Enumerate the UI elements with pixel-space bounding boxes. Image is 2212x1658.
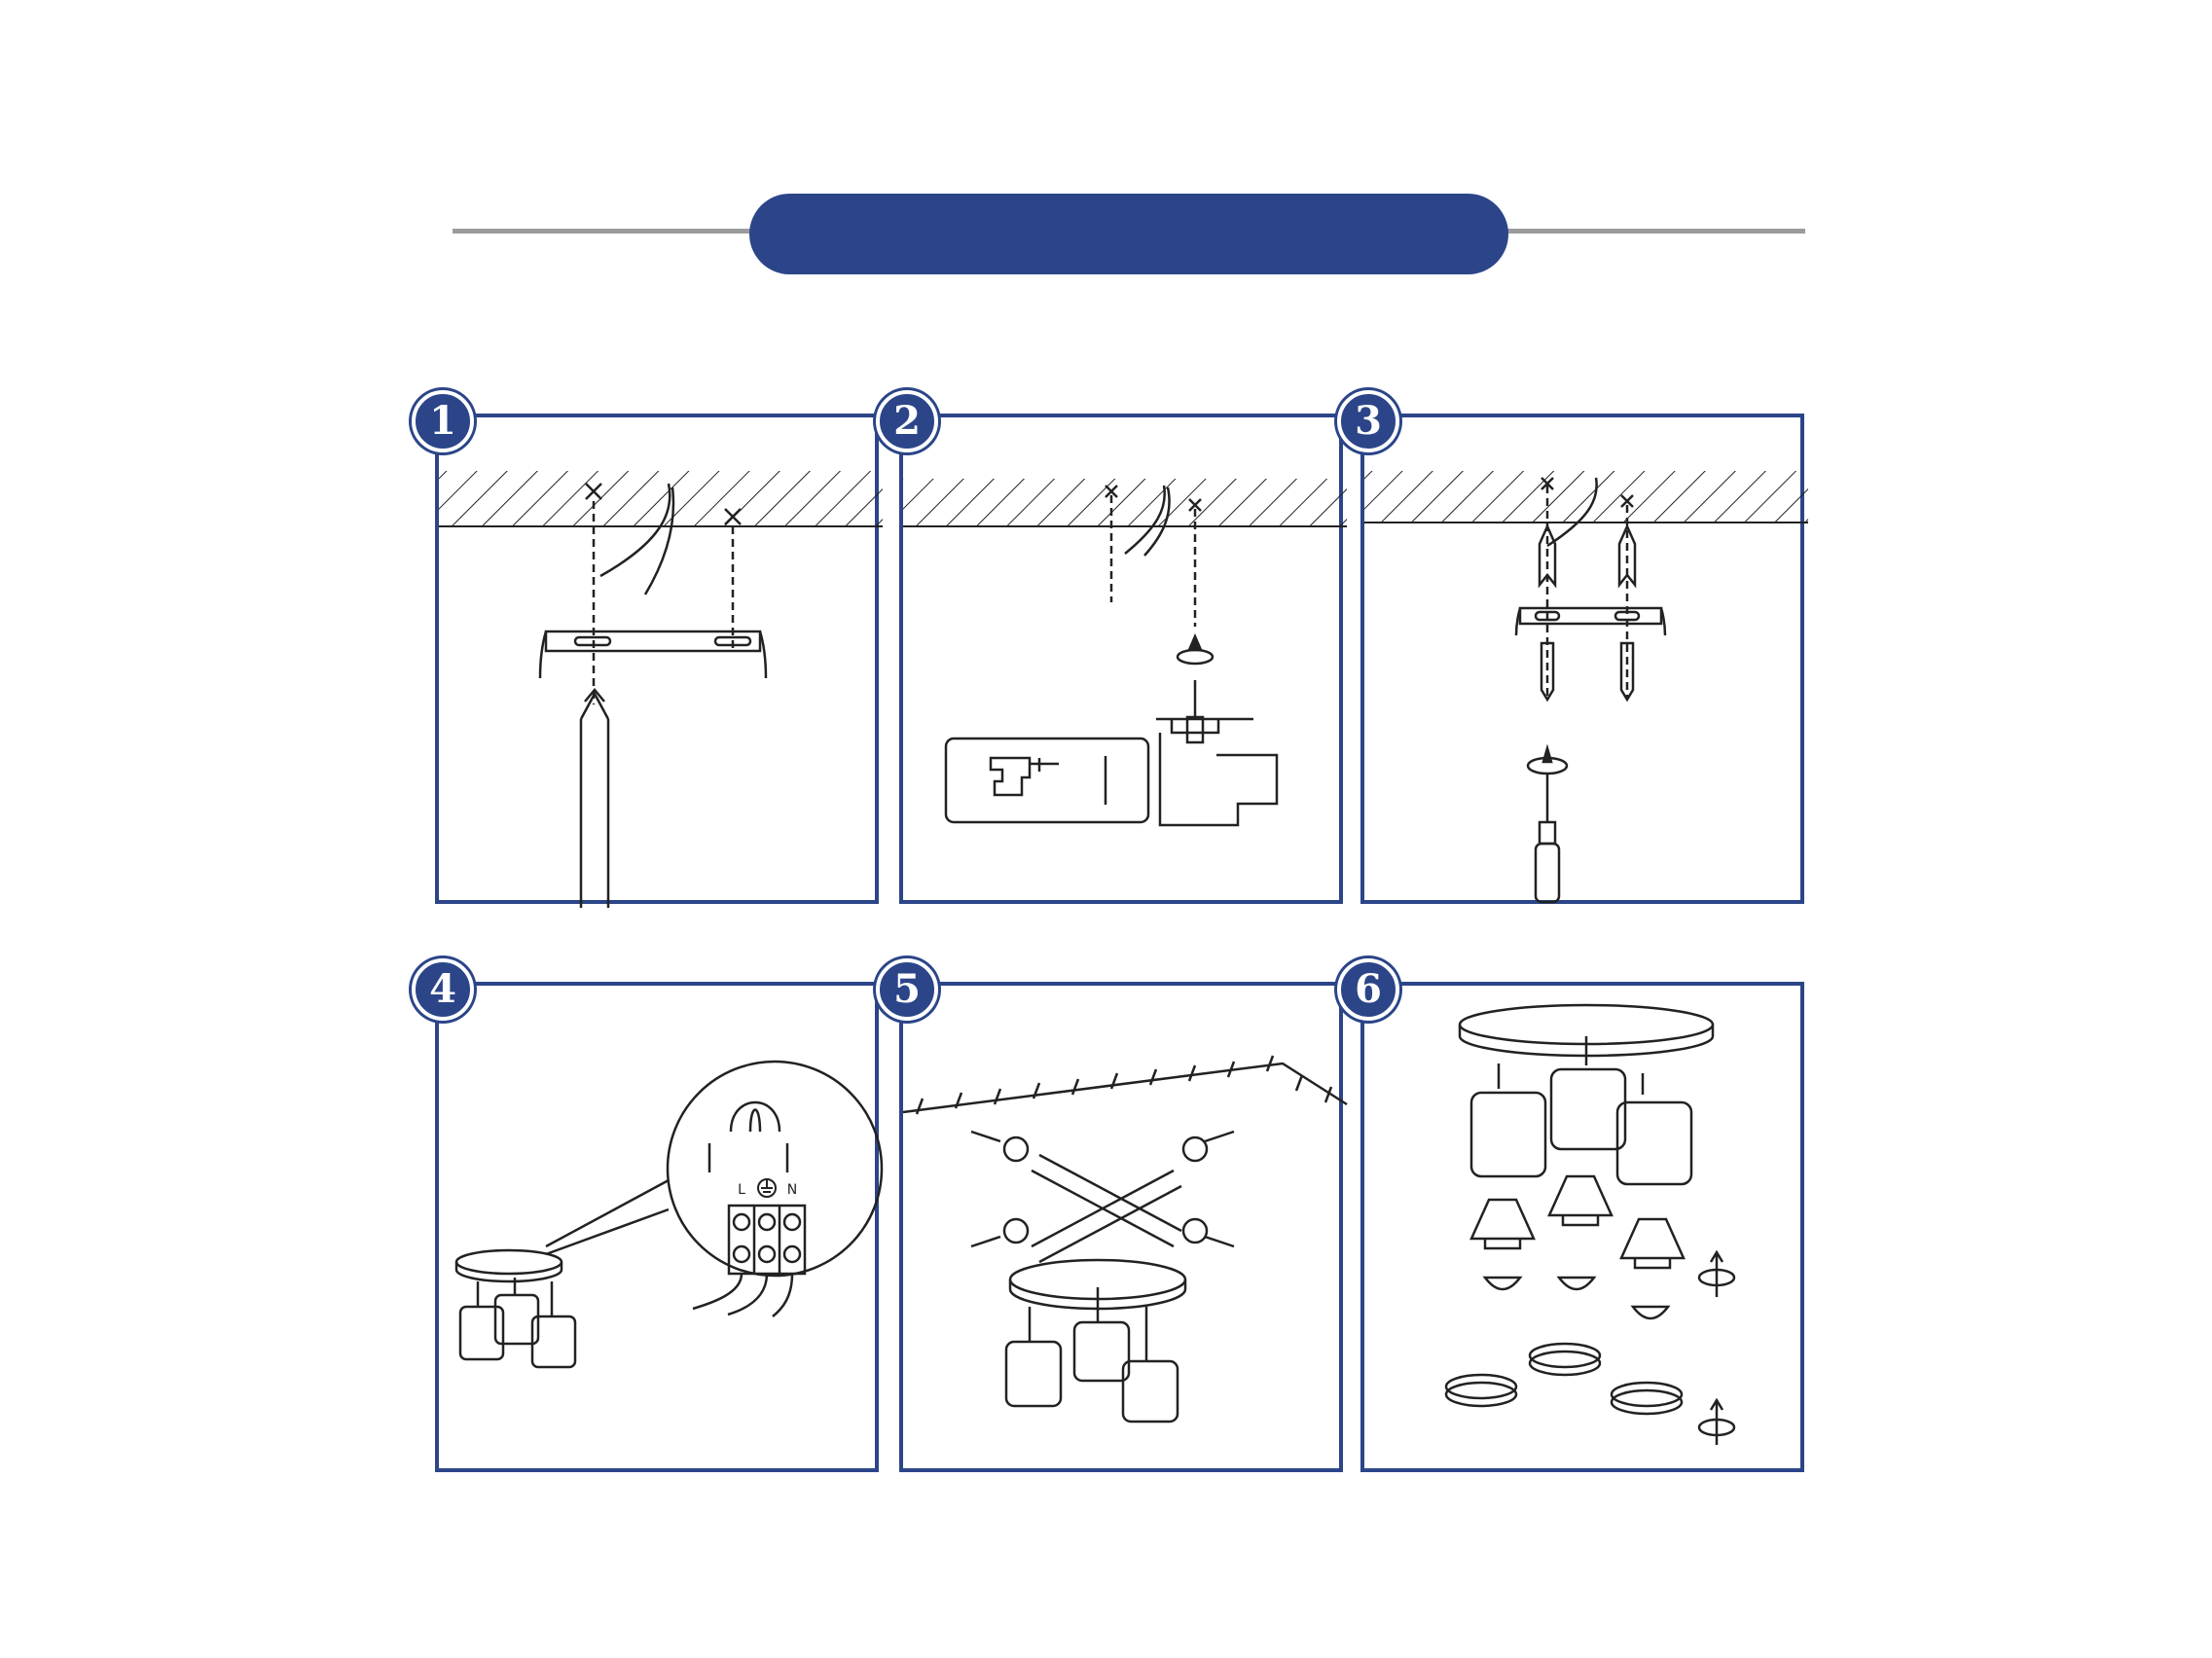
step-4-panel: L N 4 [412,958,884,1472]
step-6-illustration [1444,1003,1736,1445]
step-1-badge: 1 [412,390,474,452]
step-2-badge: 2 [876,390,938,452]
step-5-illustration [902,1055,1348,1424]
step-6-badge: 6 [1337,958,1399,1021]
step-1-illustration [439,471,883,908]
step-4-badge: 4 [412,958,474,1021]
header-rule-right [1504,229,1805,234]
step-2-illustration [903,479,1347,827]
step-5-panel: 5 [876,958,1348,1472]
ground-icon [757,1178,777,1198]
step-3-panel: 3 [1337,390,1808,904]
step-2-panel: 2 [876,390,1347,904]
wiring-label-neutral: N [787,1182,797,1198]
step-1-panel: 1 [412,390,883,908]
header-banner [749,194,1508,274]
step-6-panel: 6 [1337,958,1804,1472]
step-3-illustration [1364,471,1808,904]
step-3-badge: 3 [1337,390,1399,452]
header-rule-left [453,229,754,234]
step-5-badge: 5 [876,958,938,1021]
step-4-illustration: L N [454,1060,884,1369]
wiring-label-live: L [738,1182,745,1198]
